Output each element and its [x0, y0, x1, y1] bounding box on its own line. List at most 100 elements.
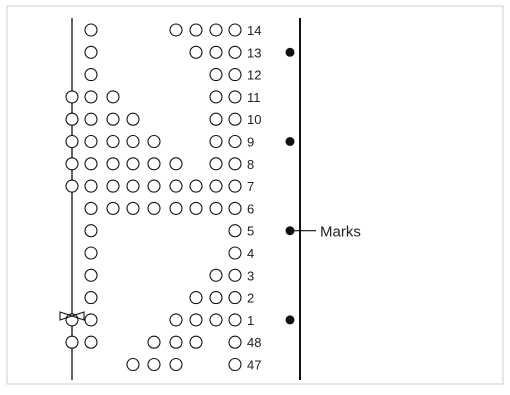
stitch-circle [84, 45, 98, 59]
stitch-circle [147, 179, 161, 193]
marks-callout: Marks [292, 224, 361, 241]
stitch-circle [84, 268, 98, 282]
stitch-circle [106, 157, 120, 171]
stitch-circle [106, 179, 120, 193]
stitch-circle [84, 313, 98, 327]
row-label: 6 [247, 201, 254, 216]
stitch-circle [209, 268, 223, 282]
stitch-circle [169, 357, 183, 372]
row-label: 4 [247, 246, 254, 261]
stitch-circle [228, 313, 242, 327]
mark-dot [285, 315, 295, 325]
stitch-circle [147, 134, 161, 149]
row-label: 48 [247, 335, 261, 350]
stitch-circle [228, 45, 242, 59]
callout-label: Marks [320, 224, 361, 241]
stitch-circle [84, 224, 98, 238]
stitch-circle [169, 157, 183, 171]
stitch-circle [84, 246, 98, 260]
stitch-circle [189, 201, 203, 215]
stitch-circle [126, 201, 140, 215]
stitch-circle [106, 112, 120, 126]
row-label: 12 [247, 68, 261, 83]
stitch-circle [189, 335, 203, 349]
stitch-circle [189, 313, 203, 327]
row-label: 3 [247, 268, 254, 283]
row-label: 1 [247, 313, 254, 328]
stitch-circle [209, 23, 223, 37]
stitch-circle [209, 313, 223, 327]
stitch-circle [189, 23, 203, 37]
stitch-circle [169, 179, 183, 193]
stitch-circle [228, 112, 242, 126]
stitch-circle [228, 179, 242, 193]
stitch-circle [147, 201, 161, 215]
stitch-circle [84, 23, 98, 37]
stitch-circle [147, 157, 161, 171]
stitch-circle [126, 134, 140, 149]
mark-dot [285, 226, 295, 236]
stitch-circle [84, 335, 98, 349]
stitch-circle [65, 112, 79, 126]
row-label: 13 [247, 45, 261, 60]
row-label: 47 [247, 358, 261, 373]
stitch-circle [84, 134, 98, 149]
stitch-circle [228, 68, 242, 82]
stitch-circle [126, 157, 140, 171]
stitch-circle [65, 179, 79, 193]
stitch-circle [106, 134, 120, 149]
stitch-circle [169, 313, 183, 327]
figure-frame [6, 5, 504, 385]
stitch-circle [209, 157, 223, 171]
row-label: 11 [247, 90, 261, 105]
stitch-circle [209, 201, 223, 215]
bow-symbol [59, 311, 85, 321]
stitch-circle [209, 291, 223, 305]
stitch-circle [228, 246, 242, 260]
stitch-circle [189, 45, 203, 59]
stitch-grid [65, 23, 242, 372]
marks-column [285, 47, 295, 325]
mark-dot [285, 47, 295, 57]
stitch-circle [84, 157, 98, 171]
stitch-circle [84, 90, 98, 104]
stitch-circle [84, 291, 98, 305]
row-label: 9 [247, 135, 254, 150]
stitch-circle [209, 45, 223, 59]
stitch-circle [65, 90, 79, 104]
row-label: 10 [247, 112, 261, 127]
stitch-circle [228, 90, 242, 104]
mark-dot [285, 137, 295, 146]
stitch-circle [228, 291, 242, 305]
stitch-circle [169, 335, 183, 349]
stitch-circle [228, 357, 242, 372]
stitch-circle [106, 90, 120, 104]
stitch-circle [209, 179, 223, 193]
row-label: 5 [247, 224, 254, 239]
stitch-circle [65, 134, 79, 149]
stitch-circle [228, 23, 242, 37]
row-label: 2 [247, 291, 254, 306]
stitch-circle [84, 201, 98, 215]
stitch-circle [84, 179, 98, 193]
stitch-circle [228, 335, 242, 349]
stitch-circle [84, 68, 98, 82]
stitch-circle [209, 90, 223, 104]
stitch-circle [189, 291, 203, 305]
stitch-circle [126, 112, 140, 126]
stitch-circle [189, 179, 203, 193]
stitch-circle [209, 68, 223, 82]
stitch-circle [209, 112, 223, 126]
stitch-circle [106, 201, 120, 215]
stitch-circle [169, 23, 183, 37]
stitch-circle [126, 357, 140, 372]
stitch-circle [228, 157, 242, 171]
stitch-circle [147, 335, 161, 349]
row-label: 8 [247, 157, 254, 172]
stitch-circle [228, 134, 242, 149]
stitch-circle [147, 357, 161, 372]
stitch-circle [209, 134, 223, 149]
